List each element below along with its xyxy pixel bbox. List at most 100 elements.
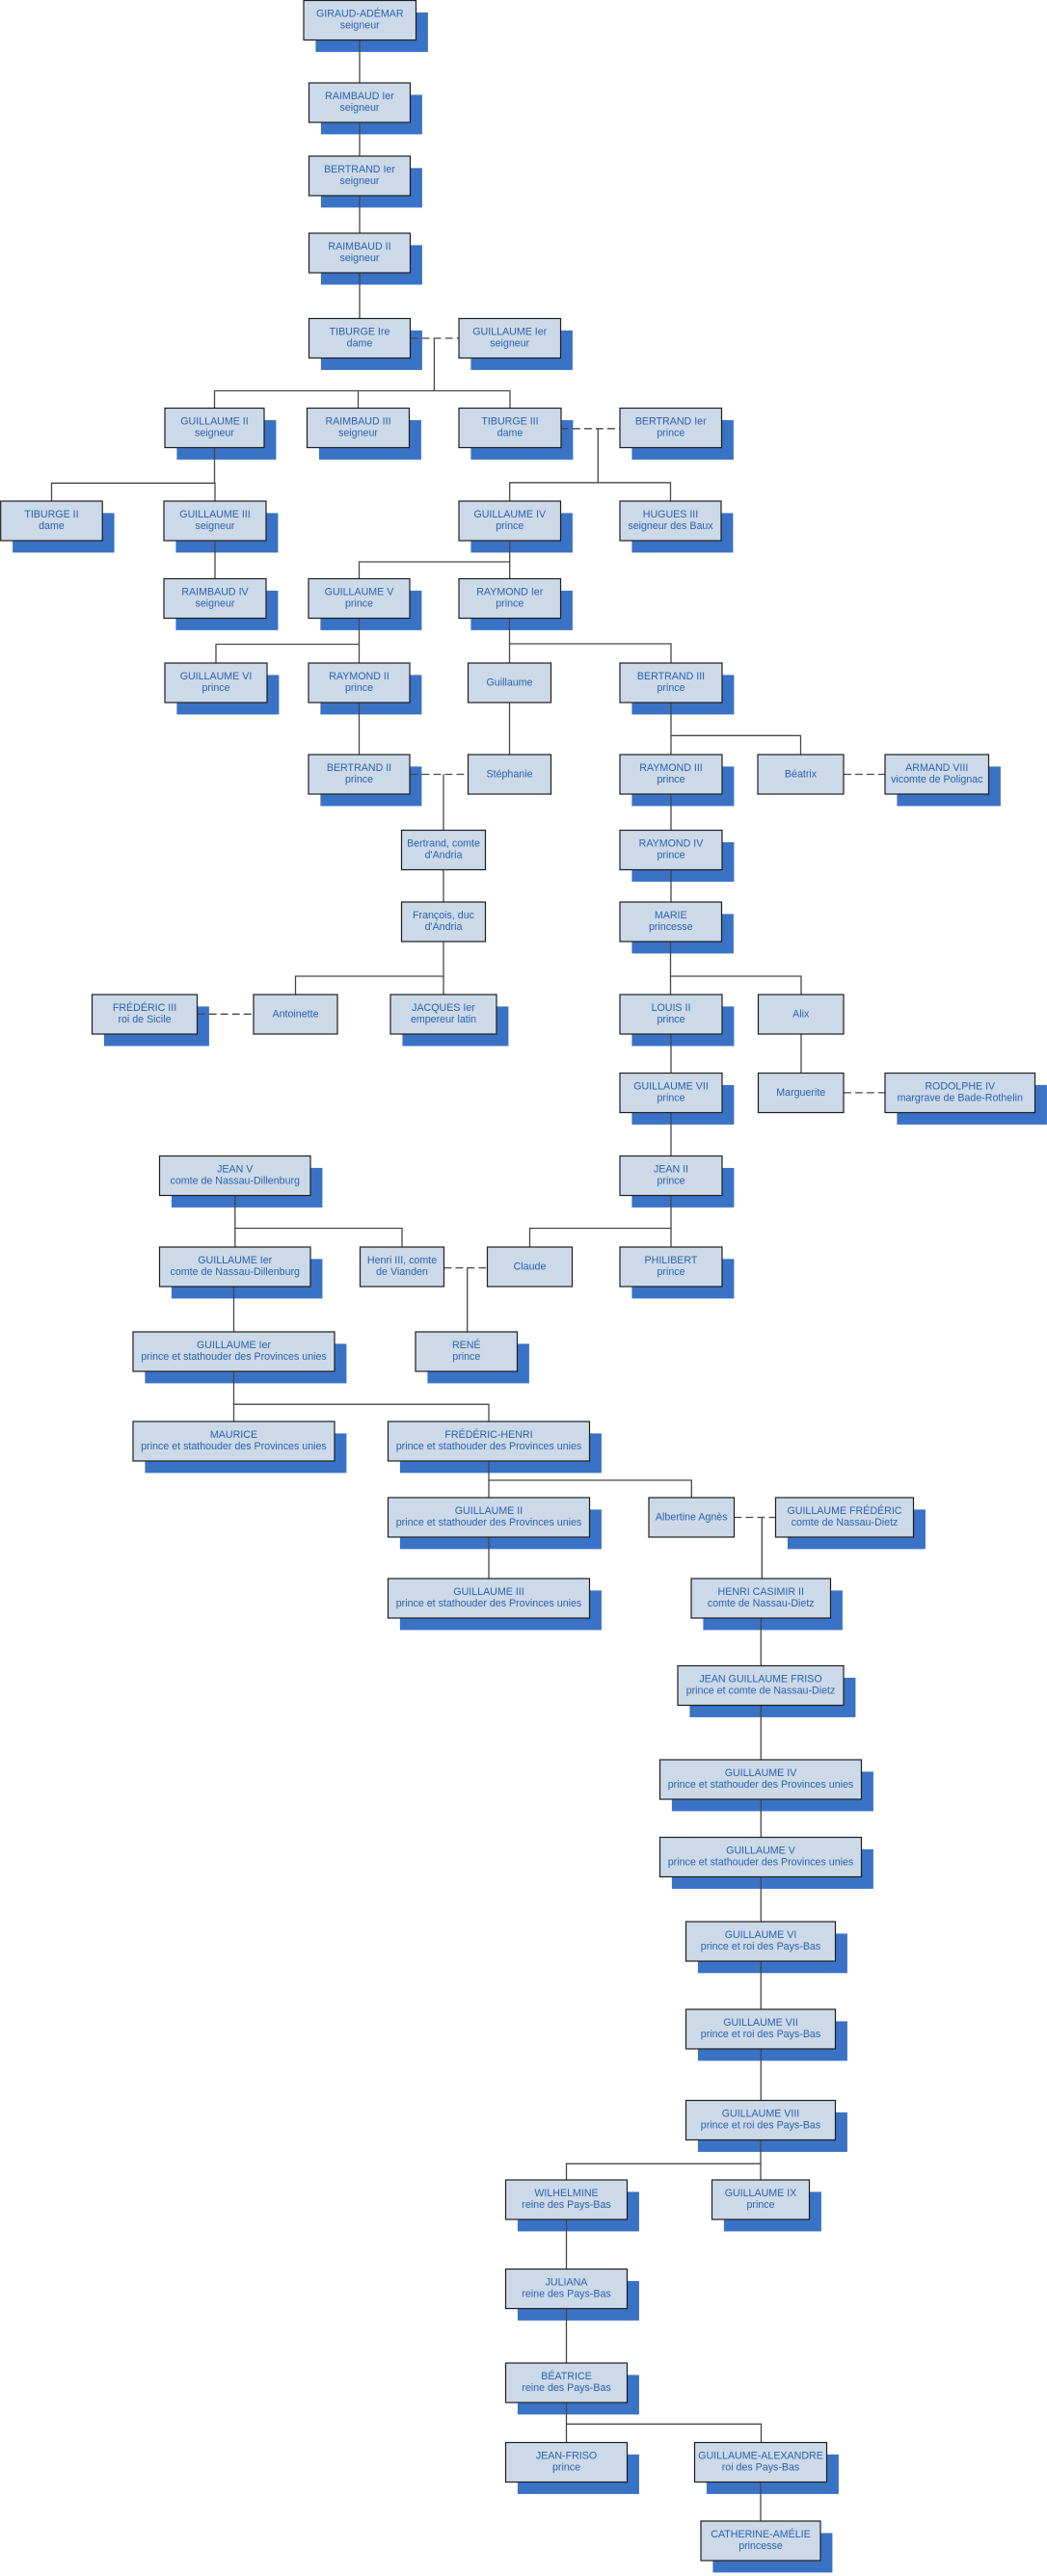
svg-text:RENÉ: RENÉ [452,1339,481,1351]
svg-text:JEAN V: JEAN V [217,1164,254,1176]
svg-text:FRÉDÉRIC III: FRÉDÉRIC III [113,1001,176,1014]
svg-text:GUILLAUME V: GUILLAUME V [325,587,395,598]
svg-text:prince: prince [452,1351,480,1363]
svg-text:seigneur: seigneur [338,428,378,439]
svg-text:GUILLAUME Ier: GUILLAUME Ier [197,1340,271,1351]
svg-text:comte de Nassau-Dietz: comte de Nassau-Dietz [792,1517,899,1528]
svg-text:prince et stathouder des Provi: prince et stathouder des Provinces unies [668,1779,854,1791]
svg-text:RAIMBAUD Ier: RAIMBAUD Ier [325,91,394,102]
svg-text:seigneur: seigneur [340,252,380,264]
svg-text:PHILIBERT: PHILIBERT [645,1255,698,1266]
svg-text:prince: prince [345,682,373,694]
svg-text:comte de Nassau-Dillenburg: comte de Nassau-Dillenburg [171,1176,301,1187]
svg-text:TIBURGE II: TIBURGE II [24,509,78,520]
svg-text:TIBURGE Ire: TIBURGE Ire [330,327,390,338]
svg-text:RAIMBAUD IV: RAIMBAUD IV [181,587,249,598]
svg-text:GUILLAUME VI: GUILLAUME VI [725,1929,797,1941]
svg-text:CATHERINE-AMÉLIE: CATHERINE-AMÉLIE [711,2528,810,2540]
svg-text:GUILLAUME VII: GUILLAUME VII [633,1081,709,1093]
svg-text:comte de Nassau-Dietz: comte de Nassau-Dietz [708,1598,815,1609]
svg-text:empereur latin: empereur latin [411,1014,476,1025]
svg-text:prince et roi des Pays-Bas: prince et roi des Pays-Bas [701,2120,820,2132]
svg-text:RODOLPHE IV: RODOLPHE IV [925,1081,996,1093]
svg-text:JEAN II: JEAN II [654,1164,688,1176]
svg-text:HENRI CASIMIR II: HENRI CASIMIR II [718,1586,804,1598]
svg-text:vicomte de Polignac: vicomte de Polignac [891,774,983,785]
svg-text:GUILLAUME VII: GUILLAUME VII [723,2017,798,2029]
svg-text:BÉATRICE: BÉATRICE [541,2370,592,2382]
svg-text:BERTRAND Ier: BERTRAND Ier [324,164,395,175]
svg-text:roi de Sicile: roi de Sicile [118,1014,171,1025]
svg-text:prince et stathouder des Provi: prince et stathouder des Provinces unies [668,1857,854,1869]
svg-text:LOUIS II: LOUIS II [652,1002,691,1014]
svg-text:MARIE: MARIE [655,910,687,921]
svg-text:GUILLAUME VIII: GUILLAUME VIII [722,2109,800,2120]
svg-text:GUILLAUME II: GUILLAUME II [180,416,248,428]
svg-text:prince: prince [657,1176,685,1187]
svg-text:prince: prince [657,682,685,694]
svg-text:GUILLAUME FRÉDÉRIC: GUILLAUME FRÉDÉRIC [787,1504,901,1517]
svg-text:dame: dame [347,338,373,350]
svg-text:prince et roi des Pays-Bas: prince et roi des Pays-Bas [701,2029,820,2040]
svg-text:ARMAND VIII: ARMAND VIII [905,762,968,774]
svg-text:GUILLAUME V: GUILLAUME V [726,1846,796,1857]
svg-text:BERTRAND III: BERTRAND III [637,671,705,682]
svg-text:prince et roi des Pays-Bas: prince et roi des Pays-Bas [701,1941,820,1952]
svg-text:GUILLAUME III: GUILLAUME III [453,1586,524,1598]
svg-text:prince: prince [657,1093,685,1104]
svg-text:Béatrix: Béatrix [785,769,818,781]
svg-text:princesse: princesse [649,921,693,933]
svg-text:comte de Nassau-Dillenburg: comte de Nassau-Dillenburg [171,1266,301,1278]
svg-text:GIRAUD-ADÉMAR: GIRAUD-ADÉMAR [316,8,404,20]
svg-text:prince: prince [657,850,685,862]
svg-text:Marguerite: Marguerite [776,1087,825,1099]
svg-text:Alix: Alix [792,1009,810,1021]
svg-text:prince: prince [657,428,685,439]
svg-text:JEAN GUILLAUME FRISO: JEAN GUILLAUME FRISO [699,1674,821,1686]
svg-text:GUILLAUME Ier: GUILLAUME Ier [472,327,547,338]
svg-text:seigneur: seigneur [195,428,234,439]
svg-text:seigneur: seigneur [340,20,380,32]
svg-text:Henri III, comte: Henri III, comte [367,1255,437,1266]
svg-text:prince: prince [201,682,229,694]
svg-text:Stéphanie: Stéphanie [487,769,533,781]
svg-text:GUILLAUME III: GUILLAUME III [179,509,250,520]
svg-text:seigneur: seigneur [340,102,380,114]
svg-text:HUGUES III: HUGUES III [643,509,698,520]
svg-text:princesse: princesse [738,2540,783,2552]
svg-text:prince: prince [496,520,524,532]
svg-text:prince: prince [552,2462,580,2474]
svg-text:seigneur: seigneur [340,175,380,187]
svg-text:RAYMOND III: RAYMOND III [639,762,703,774]
svg-text:seigneur: seigneur [196,520,235,532]
svg-text:RAIMBAUD III: RAIMBAUD III [325,416,390,428]
svg-text:d'Andria: d'Andria [425,850,463,862]
svg-text:prince: prince [345,774,373,785]
svg-text:prince et stathouder des Provi: prince et stathouder des Provinces unies [396,1517,582,1528]
svg-text:GUILLAUME VI: GUILLAUME VI [180,671,253,682]
svg-text:GUILLAUME II: GUILLAUME II [455,1505,523,1517]
svg-text:GUILLAUME IV: GUILLAUME IV [473,509,547,520]
svg-text:prince et stathouder des Provi: prince et stathouder des Provinces unies [396,1598,582,1609]
svg-text:JEAN-FRISO: JEAN-FRISO [536,2451,597,2462]
svg-text:Antoinette: Antoinette [273,1009,319,1021]
svg-text:prince et stathouder des Provi: prince et stathouder des Provinces unies [396,1441,582,1452]
svg-text:reine des Pays-Bas: reine des Pays-Bas [522,2382,610,2394]
svg-text:reine des Pays-Bas: reine des Pays-Bas [522,2289,610,2300]
svg-text:seigneur: seigneur [196,598,235,610]
svg-text:prince: prince [345,598,373,610]
svg-text:Claude: Claude [514,1261,547,1273]
svg-text:prince: prince [657,774,685,785]
svg-text:GUILLAUME IV: GUILLAUME IV [725,1767,798,1779]
svg-text:prince: prince [746,2199,774,2211]
svg-text:JULIANA: JULIANA [546,2277,589,2289]
svg-text:reine des Pays-Bas: reine des Pays-Bas [522,2199,610,2211]
svg-text:GUILLAUME IX: GUILLAUME IX [725,2188,797,2199]
svg-text:Bertrand, comte: Bertrand, comte [407,838,480,850]
svg-text:JACQUES Ier: JACQUES Ier [412,1002,475,1014]
svg-text:dame: dame [497,428,524,439]
svg-text:Guillaume: Guillaume [487,677,533,689]
svg-text:de Vianden: de Vianden [376,1266,428,1278]
svg-text:RAYMOND II: RAYMOND II [329,671,389,682]
svg-text:prince: prince [657,1014,685,1025]
